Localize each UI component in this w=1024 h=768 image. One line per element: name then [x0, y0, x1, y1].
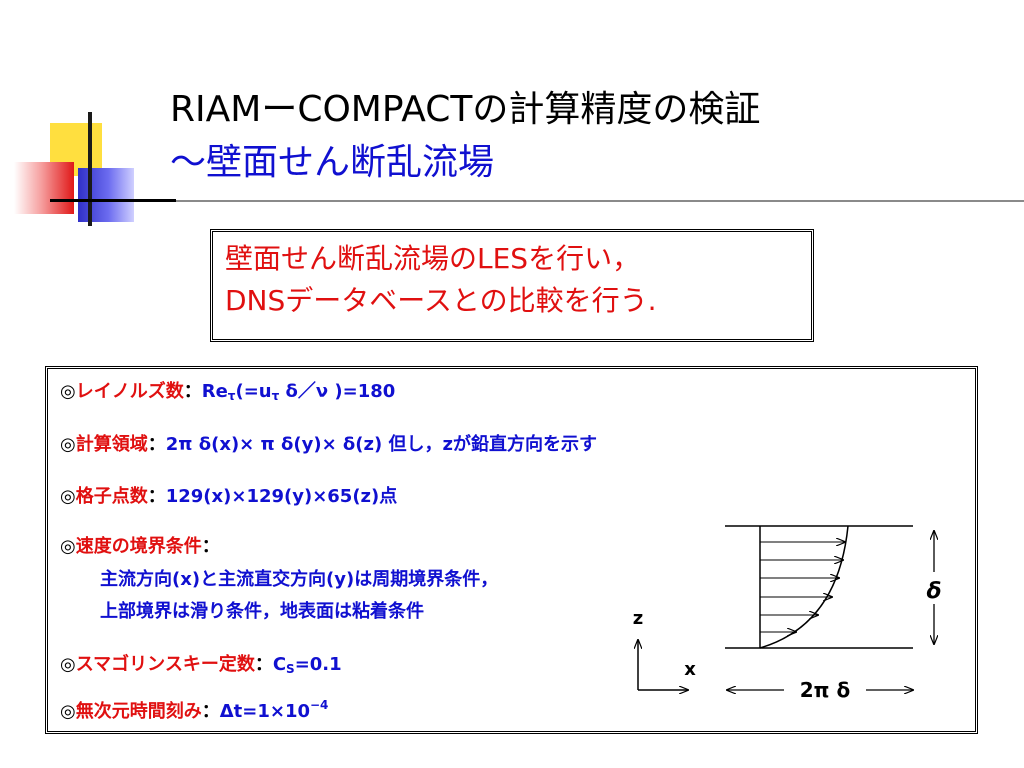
param-sup: −4: [310, 698, 329, 712]
decor-horizontal-line: [50, 199, 176, 202]
param-boundary-line-3: 上部境界は滑り条件，地表面は粘着条件: [100, 601, 424, 622]
param-value-mid: (=u: [235, 381, 272, 402]
goal-box: 壁面せん断乱流場のLESを行い， DNSデータベースとの比較を行う.: [210, 229, 814, 342]
param-colon: ：: [147, 434, 166, 455]
param-key: 格子点数: [75, 486, 148, 507]
parameters-box: ◎レイノルズ数：Reτ(=uτ δ／ν )=180 ◎計算領域：2π δ(x)×…: [45, 366, 978, 734]
param-value: 2π δ(x)× π δ(y)× δ(z) 但し，zが鉛直方向を示す: [165, 434, 597, 455]
param-boundary: ◎速度の境界条件：: [60, 532, 220, 558]
param-timestep: ◎無次元時間刻み：Δt=1×10−4: [60, 697, 328, 723]
param-grid: ◎格子点数：129(x)×129(y)×65(z)点: [60, 482, 397, 508]
x-axis-label: x: [684, 659, 696, 680]
param-key: 計算領域: [75, 434, 148, 455]
param-key: スマゴリンスキー定数: [75, 654, 255, 675]
param-sub: S: [286, 662, 295, 676]
param-colon: ：: [254, 654, 273, 675]
title-underline: [176, 200, 1024, 202]
param-colon: ：: [183, 381, 202, 402]
decor-blue-square: [78, 168, 134, 222]
decor-vertical-line: [88, 112, 92, 226]
bullet-mark: ◎: [60, 434, 76, 455]
z-axis-label: z: [633, 608, 643, 629]
bullet-mark: ◎: [60, 381, 76, 402]
goal-line-2: DNSデータベースとの比較を行う.: [225, 284, 657, 317]
param-value-pre: Re: [201, 381, 228, 402]
delta-label: δ: [926, 579, 941, 604]
param-domain: ◎計算領域：2π δ(x)× π δ(y)× δ(z) 但し，zが鉛直方向を示す: [60, 430, 597, 456]
param-key: 速度の境界条件: [75, 536, 202, 557]
param-tau-sub-2: τ: [271, 389, 280, 403]
param-colon: ：: [147, 486, 166, 507]
velocity-profile-curve: [759, 525, 849, 649]
bullet-mark: ◎: [60, 654, 76, 675]
param-colon: ：: [201, 701, 220, 722]
param-key: レイノルズ数: [75, 381, 184, 402]
param-value-post: δ／ν )=180: [279, 381, 396, 402]
page-subtitle: ～壁面せん断乱流場: [170, 142, 495, 183]
velocity-arrows: [760, 542, 845, 632]
width-label: 2π δ: [800, 678, 850, 702]
bullet-mark: ◎: [60, 486, 76, 507]
param-tau-sub: τ: [227, 389, 236, 403]
bullet-mark: ◎: [60, 701, 76, 722]
param-boundary-line-2: 主流方向(x)と主流直交方向(y)は周期境界条件，: [100, 569, 499, 590]
param-value-post: =0.1: [294, 654, 342, 675]
param-value-pre: C: [272, 654, 287, 675]
param-value: 129(x)×129(y)×65(z)点: [165, 486, 398, 507]
param-key: 無次元時間刻み: [75, 701, 202, 722]
bullet-mark: ◎: [60, 536, 76, 557]
param-value-pre: Δt=1×10: [219, 701, 310, 722]
param-smagorinsky: ◎スマゴリンスキー定数：CS=0.1: [60, 650, 342, 676]
page-title: RIAMーCOMPACTの計算精度の検証: [170, 89, 761, 130]
param-colon: ：: [201, 536, 220, 557]
decor-red-square: [14, 162, 74, 214]
param-reynolds: ◎レイノルズ数：Reτ(=uτ δ／ν )=180: [60, 377, 395, 403]
goal-line-1: 壁面せん断乱流場のLESを行い，: [225, 242, 641, 275]
